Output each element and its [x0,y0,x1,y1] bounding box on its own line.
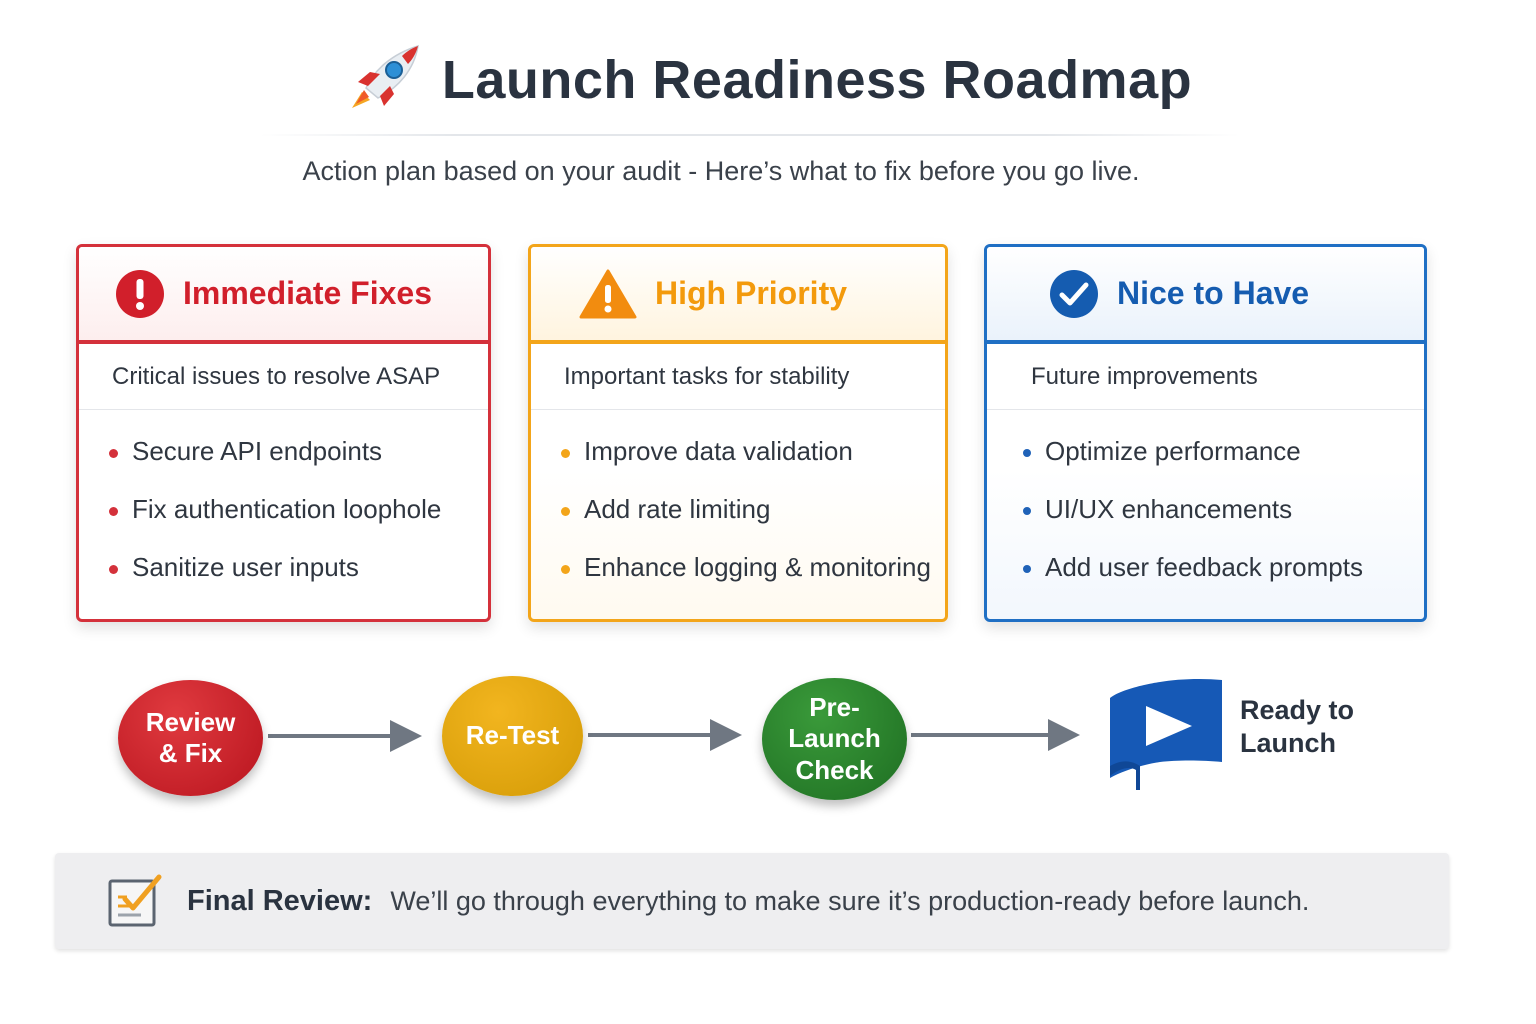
list-item-label: Fix authentication loophole [132,494,442,524]
card-header: Nice to Have [987,247,1424,344]
ready-label-line: Launch [1240,727,1337,758]
card-header: Immediate Fixes [79,247,488,344]
page-title: Launch Readiness Roadmap [441,50,1193,110]
warning-icon [579,269,637,318]
list-item: Optimize performance [1023,436,1424,494]
nice-to-have-card: Nice to Have Future improvements Optimiz… [984,244,1427,622]
bullet [1023,565,1031,573]
ready-to-launch-label: Ready to Launch [1240,694,1354,760]
bullet [561,507,570,516]
list-item-label: Improve data validation [584,436,853,466]
step-label-line: Launch [788,723,881,754]
task-list: Optimize performance UI/UX enhancements … [987,410,1424,610]
list-item-label: Enhance logging & monitoring [584,552,931,582]
list-item: UI/UX enhancements [1023,494,1424,552]
immediate-fixes-card: Immediate Fixes Critical issues to resol… [76,244,491,622]
step-re-test: Re-Test [442,676,583,796]
check-circle-icon [1050,269,1098,318]
task-list: Improve data validation Add rate limitin… [531,410,945,610]
page-subtitle: Action plan based on your audit - Here’s… [302,156,1140,186]
card-description: Important tasks for stability [531,344,945,410]
list-item: Secure API endpoints [109,436,488,494]
list-item-label: Sanitize user inputs [132,552,359,582]
card-title: High Priority [655,275,848,311]
final-review-banner: Final Review: We’ll go through everythin… [55,853,1449,949]
list-item-label: Optimize performance [1045,436,1301,466]
card-header: High Priority [531,247,945,344]
bullet [561,565,570,574]
list-item: Fix authentication loophole [109,494,488,552]
list-item: Add rate limiting [561,494,945,552]
step-pre-launch-check: Pre- Launch Check [762,678,907,800]
title-divider [260,134,1240,136]
list-item-label: UI/UX enhancements [1045,494,1293,524]
step-label-line: Re-Test [465,720,560,751]
bullet [109,449,118,458]
step-label-line: & Fix [158,738,223,768]
rocket-icon [351,44,419,108]
final-review-text: We’ll go through everything to make sure… [390,885,1310,916]
bullet [109,565,118,574]
ready-label-line: Ready to [1240,695,1355,725]
bullet [561,449,570,458]
list-item-label: Add rate limiting [584,494,771,524]
bullet [1023,449,1031,457]
exclamation-icon [116,269,164,318]
list-item: Improve data validation [561,436,945,494]
list-item-label: Add user feedback prompts [1045,552,1363,582]
card-description: Critical issues to resolve ASAP [79,344,488,410]
list-item: Add user feedback prompts [1023,552,1424,610]
card-description: Future improvements [987,344,1424,410]
header: Launch Readiness Roadmap [0,40,1536,120]
step-label-line: Review [145,706,236,737]
flag-icon [1110,678,1222,790]
card-title: Nice to Have [1117,275,1310,311]
list-item: Enhance logging & monitoring [561,552,945,610]
step-label-line: Check [795,754,874,785]
bullet [109,507,118,516]
task-list: Secure API endpoints Fix authentication … [79,410,488,610]
bullet [1023,507,1031,515]
final-review-label: Final Review: [187,884,373,917]
high-priority-card: High Priority Important tasks for stabil… [528,244,948,622]
list-item: Sanitize user inputs [109,552,488,610]
step-review-fix: Review & Fix [118,680,263,796]
step-label-line: Pre- [809,692,860,723]
list-item-label: Secure API endpoints [132,436,383,466]
checklist-icon [108,874,162,927]
card-title: Immediate Fixes [183,275,432,311]
